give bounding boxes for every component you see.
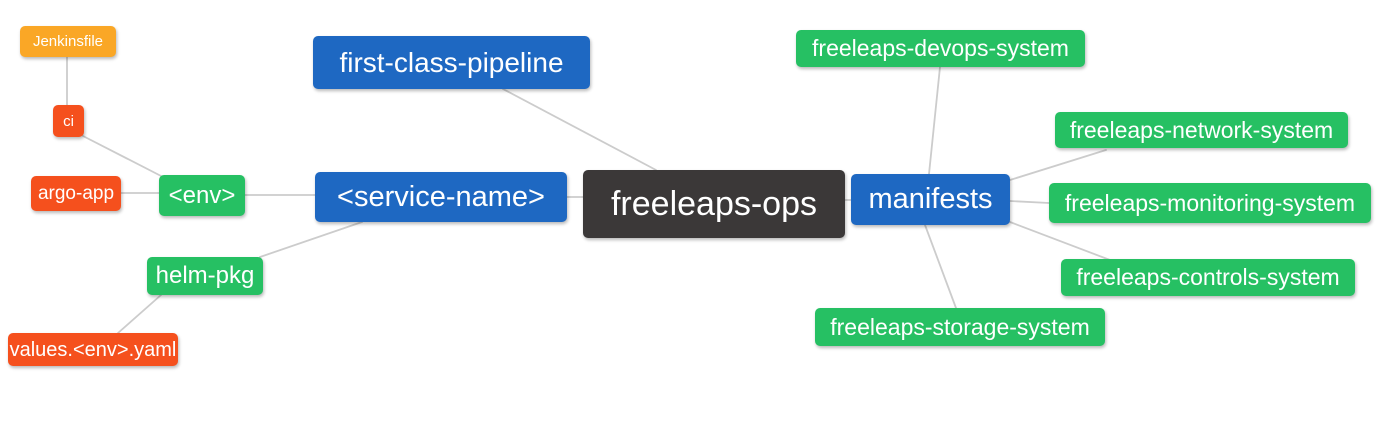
- node-controls-system[interactable]: freeleaps-controls-system: [1061, 259, 1355, 296]
- node-argo-app[interactable]: argo-app: [31, 176, 121, 211]
- edge-manifests-controls-system: [1009, 221, 1111, 261]
- node-monitoring-system[interactable]: freeleaps-monitoring-system: [1049, 183, 1371, 223]
- node-storage-system[interactable]: freeleaps-storage-system: [815, 308, 1105, 346]
- node-env[interactable]: <env>: [159, 175, 245, 216]
- node-service-name[interactable]: <service-name>: [315, 172, 567, 222]
- edge-helm-pkg-values-env-yaml: [117, 294, 162, 334]
- edge-ci-env: [82, 135, 164, 178]
- node-devops-system[interactable]: freeleaps-devops-system: [796, 30, 1085, 67]
- node-jenkinsfile[interactable]: Jenkinsfile: [20, 26, 116, 57]
- edge-manifests-devops-system: [928, 66, 941, 175]
- edge-manifests-network-system: [1009, 149, 1107, 181]
- node-freeleaps-ops[interactable]: freeleaps-ops: [583, 170, 845, 238]
- edge-manifests-storage-system: [924, 224, 957, 309]
- node-network-system[interactable]: freeleaps-network-system: [1055, 112, 1348, 148]
- node-ci[interactable]: ci: [53, 105, 84, 137]
- node-manifests[interactable]: manifests: [851, 174, 1010, 225]
- node-values-env-yaml[interactable]: values.<env>.yaml: [8, 333, 178, 366]
- node-first-class-pipeline[interactable]: first-class-pipeline: [313, 36, 590, 89]
- edge-service-name-helm-pkg: [259, 221, 363, 258]
- edge-first-class-pipeline-freeleaps-ops: [502, 88, 657, 171]
- node-helm-pkg[interactable]: helm-pkg: [147, 257, 263, 295]
- edge-manifests-monitoring-system: [1009, 200, 1050, 204]
